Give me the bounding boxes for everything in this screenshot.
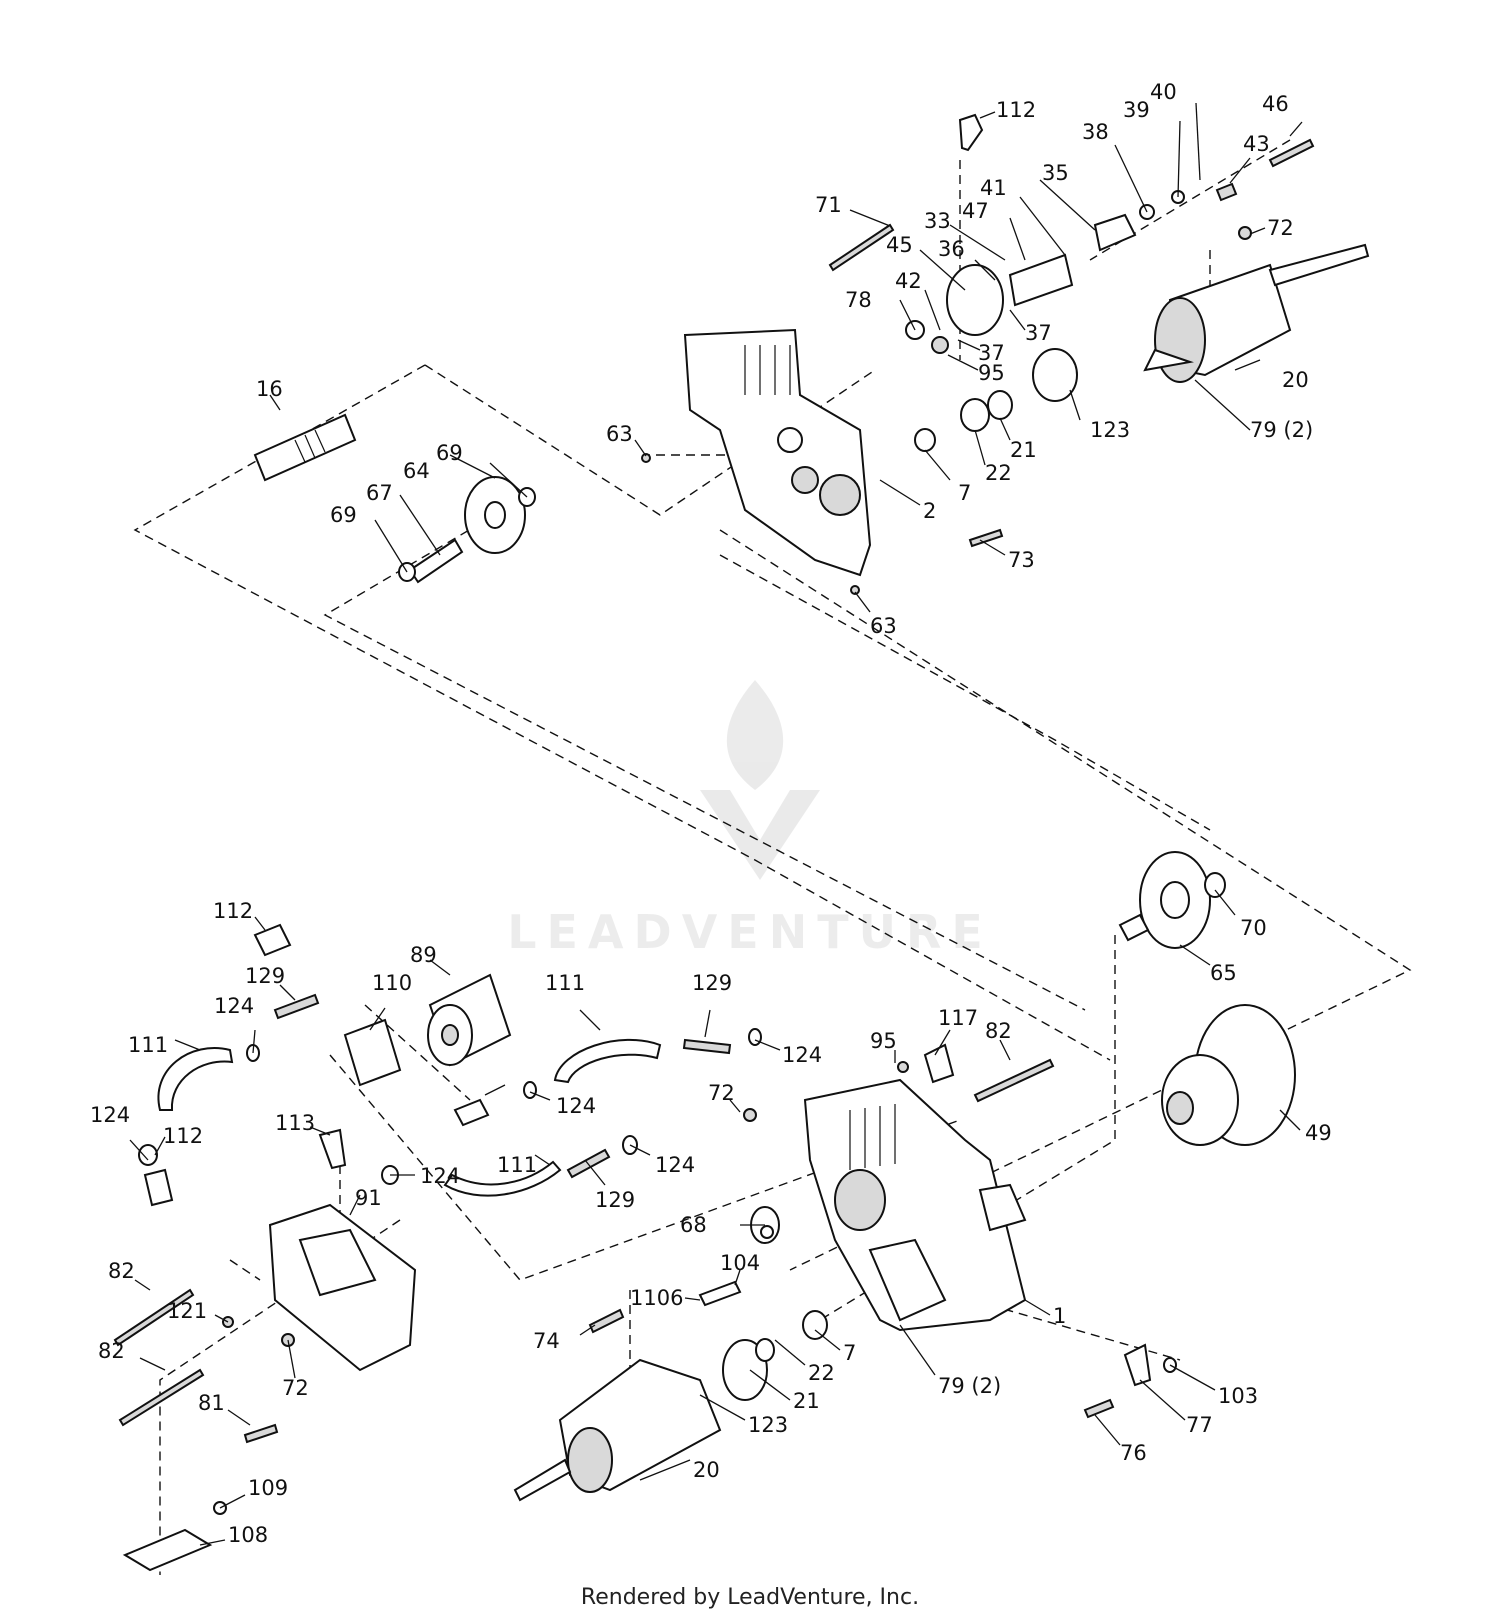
callout-89: 89 bbox=[410, 943, 437, 967]
leader-lines bbox=[129, 102, 1303, 1546]
callout-46: 46 bbox=[1262, 92, 1289, 116]
callout-111b: 111 bbox=[128, 1033, 168, 1057]
callout-124d: 124 bbox=[90, 1103, 130, 1127]
callout-1: 1 bbox=[1053, 1304, 1066, 1328]
callout-71: 71 bbox=[815, 193, 842, 217]
callout-68: 68 bbox=[680, 1213, 707, 1237]
callout-79-2: 79 (2) bbox=[1250, 418, 1313, 442]
callout-72b: 72 bbox=[708, 1081, 735, 1105]
callout-108: 108 bbox=[228, 1523, 268, 1547]
callout-73: 73 bbox=[1008, 548, 1035, 572]
callout-72c: 72 bbox=[282, 1376, 309, 1400]
callout-112: 112 bbox=[996, 98, 1036, 122]
callout-95: 95 bbox=[978, 361, 1005, 385]
callout-124e: 124 bbox=[420, 1164, 460, 1188]
callout-35: 35 bbox=[1042, 161, 1069, 185]
footer-credit: Rendered by LeadVenture, Inc. bbox=[580, 1585, 920, 1610]
callout-20b: 20 bbox=[693, 1458, 720, 1482]
callout-124b: 124 bbox=[782, 1043, 822, 1067]
callout-20: 20 bbox=[1282, 368, 1309, 392]
callout-41: 41 bbox=[980, 176, 1007, 200]
callout-123: 123 bbox=[1090, 418, 1130, 442]
callout-22: 22 bbox=[985, 461, 1012, 485]
callout-16: 16 bbox=[256, 377, 283, 401]
callout-95b: 95 bbox=[870, 1029, 897, 1053]
callout-117: 117 bbox=[938, 1006, 978, 1030]
callout-78: 78 bbox=[845, 288, 872, 312]
callout-33: 33 bbox=[924, 209, 951, 233]
callout-7: 7 bbox=[958, 481, 971, 505]
callout-40: 40 bbox=[1150, 80, 1177, 104]
watermark-text: LEADVENTURE bbox=[507, 905, 993, 959]
callout-63b: 63 bbox=[870, 614, 897, 638]
callout-129: 129 bbox=[245, 964, 285, 988]
callout-65: 65 bbox=[1210, 961, 1237, 985]
callout-45: 45 bbox=[886, 233, 913, 257]
callout-74: 74 bbox=[533, 1329, 560, 1353]
callout-121: 121 bbox=[167, 1299, 207, 1323]
callout-129b: 129 bbox=[692, 971, 732, 995]
callout-113: 113 bbox=[275, 1111, 315, 1135]
callout-1106: 1106 bbox=[630, 1286, 683, 1310]
callout-129c: 129 bbox=[595, 1188, 635, 1212]
callout-82b: 82 bbox=[108, 1259, 135, 1283]
callout-112c: 112 bbox=[163, 1124, 203, 1148]
callout-104: 104 bbox=[720, 1251, 760, 1275]
callout-37: 37 bbox=[1025, 321, 1052, 345]
callout-82: 82 bbox=[985, 1019, 1012, 1043]
callout-39: 39 bbox=[1123, 98, 1150, 122]
callout-76: 76 bbox=[1120, 1441, 1147, 1465]
callout-103: 103 bbox=[1218, 1384, 1258, 1408]
callout-77: 77 bbox=[1186, 1413, 1213, 1437]
callout-124c: 124 bbox=[556, 1094, 596, 1118]
callout-112b: 112 bbox=[213, 899, 253, 923]
part-shapes bbox=[113, 113, 1370, 1572]
callout-2: 2 bbox=[923, 499, 936, 523]
callout-7b: 7 bbox=[843, 1341, 856, 1365]
callout-21: 21 bbox=[1010, 438, 1037, 462]
callout-47: 47 bbox=[962, 199, 989, 223]
callout-111: 111 bbox=[545, 971, 585, 995]
watermark-logo-icon bbox=[700, 680, 820, 880]
callout-123b: 123 bbox=[748, 1413, 788, 1437]
callout-22b: 22 bbox=[808, 1361, 835, 1385]
callout-72: 72 bbox=[1267, 216, 1294, 240]
callout-67: 67 bbox=[366, 481, 393, 505]
callout-42: 42 bbox=[895, 269, 922, 293]
callout-82c: 82 bbox=[98, 1339, 125, 1363]
callout-36: 36 bbox=[938, 237, 965, 261]
callout-labels: 112 40 39 46 38 43 35 41 47 72 33 71 45 … bbox=[90, 80, 1332, 1547]
callout-109: 109 bbox=[248, 1476, 288, 1500]
callout-63: 63 bbox=[606, 422, 633, 446]
callout-64: 64 bbox=[403, 459, 430, 483]
callout-43: 43 bbox=[1243, 132, 1270, 156]
callout-38: 38 bbox=[1082, 120, 1109, 144]
callout-21b: 21 bbox=[793, 1389, 820, 1413]
callout-70: 70 bbox=[1240, 916, 1267, 940]
callout-37b: 37 bbox=[978, 341, 1005, 365]
callout-124: 124 bbox=[214, 994, 254, 1018]
callout-69b: 69 bbox=[330, 503, 357, 527]
callout-69: 69 bbox=[436, 441, 463, 465]
callout-49: 49 bbox=[1305, 1121, 1332, 1145]
callout-79-2b: 79 (2) bbox=[938, 1374, 1001, 1398]
callout-91: 91 bbox=[355, 1186, 382, 1210]
callout-81: 81 bbox=[198, 1391, 225, 1415]
callout-110: 110 bbox=[372, 971, 412, 995]
callout-111c: 111 bbox=[497, 1153, 537, 1177]
callout-124f: 124 bbox=[655, 1153, 695, 1177]
